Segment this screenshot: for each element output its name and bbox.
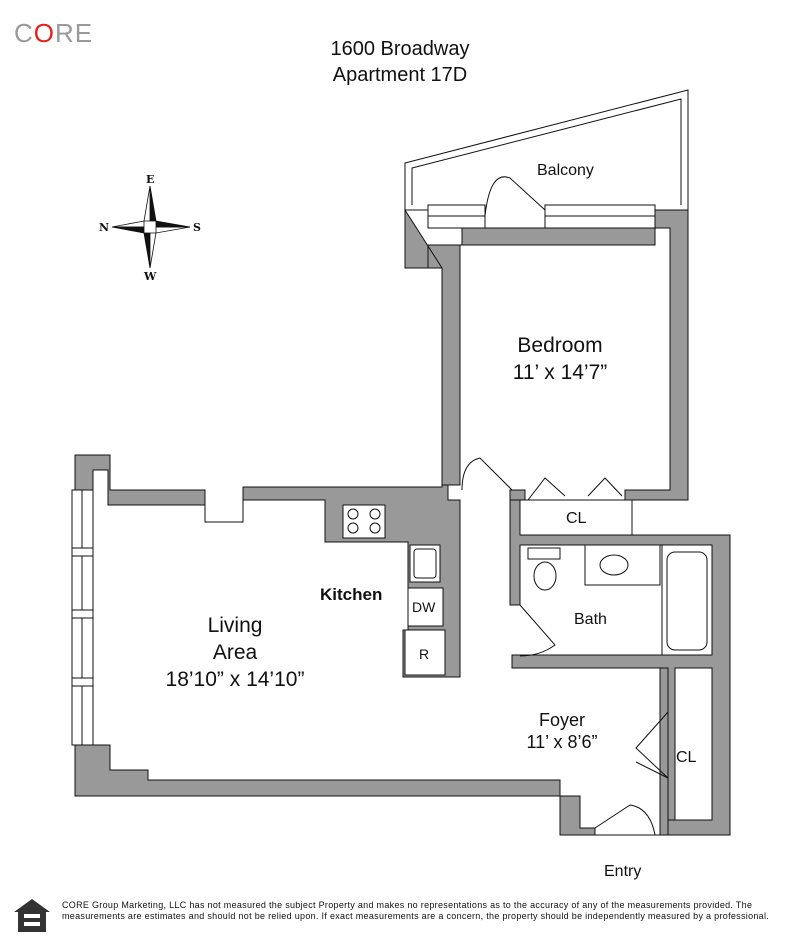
- toilet-tank: [527, 547, 561, 560]
- foyer-closet-label: CL: [676, 749, 697, 766]
- bedroom-closet: [519, 499, 633, 536]
- living-area-walls: [74, 454, 596, 836]
- logo-text-post: RE: [55, 18, 94, 48]
- balcony-label: Balcony: [537, 162, 594, 179]
- compass-south: S: [193, 221, 201, 234]
- foyer-size: 11’ x 8’6”: [526, 732, 598, 752]
- core-logo: CORE: [14, 18, 93, 49]
- bedroom-closet-doors: [527, 477, 623, 501]
- bedroom-closet-label: CL: [566, 510, 587, 527]
- foyer-name: Foyer: [538, 710, 585, 730]
- bath-foyer-walls: [509, 489, 526, 501]
- disclaimer-text: CORE Group Marketing, LLC has not measur…: [62, 900, 770, 921]
- bedroom-size: 11’ x 14’7”: [512, 361, 608, 384]
- balcony-outline: [404, 89, 689, 210]
- property-address: 1600 Broadway: [330, 38, 470, 60]
- refrigerator-label: R: [419, 646, 430, 662]
- bath-door: [519, 604, 556, 657]
- living-name-line2: Area: [212, 641, 258, 664]
- bedroom-door: [461, 457, 513, 491]
- foyer-right-wall: [659, 667, 669, 836]
- bath-sink: [599, 554, 629, 576]
- compass-rose: [111, 185, 191, 269]
- foyer-label: Foyer 11’ x 8’6”: [512, 709, 612, 753]
- balcony-inner-outline: [411, 98, 682, 205]
- dishwasher-label: DW: [412, 599, 436, 615]
- bath-label: Bath: [574, 611, 607, 628]
- balcony-door: [484, 176, 546, 217]
- compass-east: E: [146, 173, 155, 186]
- living-name-line1: Living: [207, 614, 263, 637]
- equal-housing-icon: [14, 899, 50, 932]
- logo-text-pre: C: [14, 18, 34, 48]
- bath-walls: [509, 499, 731, 836]
- refrigerator: [404, 629, 446, 676]
- compass-west: W: [144, 270, 157, 283]
- foyer-closet-doors: [635, 711, 669, 779]
- logo-text-accent: O: [33, 18, 56, 48]
- entry-label: Entry: [604, 863, 642, 880]
- bedroom-name: Bedroom: [517, 334, 603, 357]
- bedroom-label: Bedroom 11’ x 14’7”: [495, 332, 625, 386]
- living-size: 18’10” x 14’10”: [165, 668, 305, 691]
- dishwasher: [407, 587, 444, 627]
- entry-door: [594, 804, 656, 836]
- compass-north: N: [99, 221, 110, 234]
- apartment-unit: Apartment 17D: [332, 64, 468, 86]
- living-area-label: Living Area 18’10” x 14’10”: [150, 612, 320, 693]
- kitchen-label: Kitchen: [320, 585, 383, 604]
- toilet-bowl: [533, 561, 557, 591]
